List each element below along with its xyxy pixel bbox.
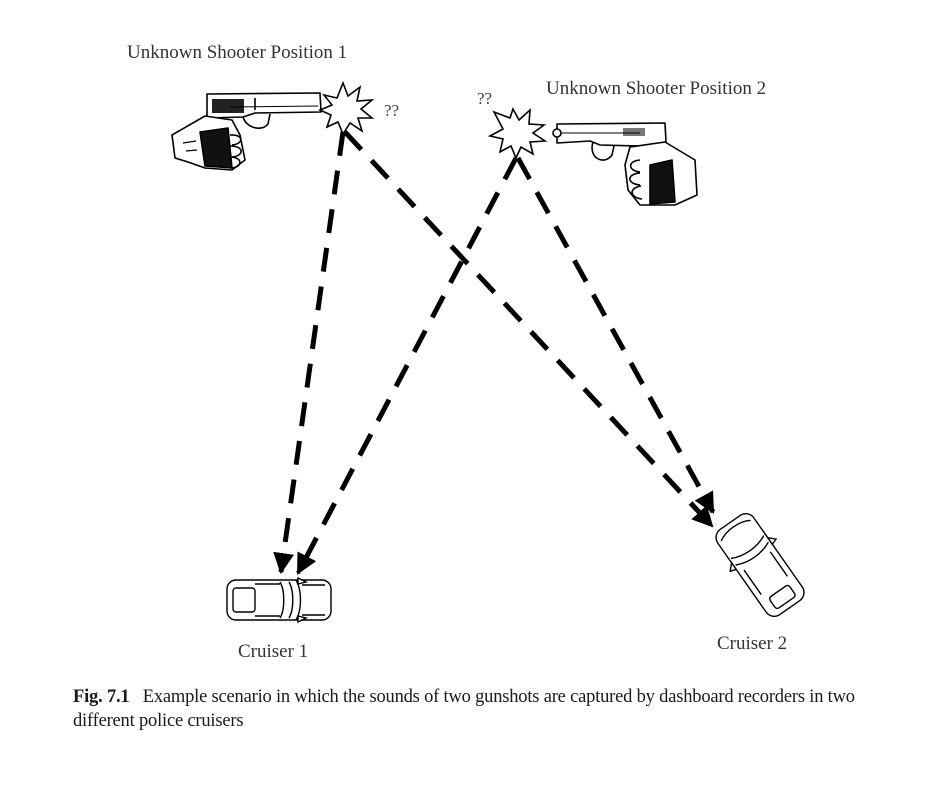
shooter1-handgun-icon bbox=[171, 92, 322, 171]
cruiser1-car-icon bbox=[226, 576, 332, 624]
caption-text: Example scenario in which the sounds of … bbox=[73, 687, 855, 731]
path-shooter1-to-cruiser2 bbox=[343, 130, 714, 528]
muzzle-flash-1-icon bbox=[317, 80, 375, 136]
path-shooter2-to-cruiser1 bbox=[295, 156, 519, 575]
path-shooter1-to-cruiser1 bbox=[273, 131, 346, 575]
unknown-mark-2: ?? bbox=[477, 89, 493, 108]
shooter2-label: Unknown Shooter Position 2 bbox=[546, 78, 767, 99]
gunshot-diagram bbox=[171, 80, 805, 624]
cruiser1-label: Cruiser 1 bbox=[238, 641, 309, 662]
figure-number: Fig. 7.1 bbox=[73, 687, 130, 707]
cruiser2-label: Cruiser 2 bbox=[717, 633, 788, 654]
cruiser2-car-icon bbox=[715, 513, 805, 617]
figure-caption: Fig. 7.1 Example scenario in which the s… bbox=[73, 685, 873, 733]
shooter1-label: Unknown Shooter Position 1 bbox=[127, 42, 348, 63]
sound-paths bbox=[273, 130, 716, 575]
muzzle-flash-2-icon bbox=[487, 107, 548, 161]
shooter2-handgun-icon bbox=[552, 122, 698, 206]
path-shooter2-to-cruiser2 bbox=[515, 156, 716, 514]
unknown-mark-1: ?? bbox=[384, 101, 400, 120]
